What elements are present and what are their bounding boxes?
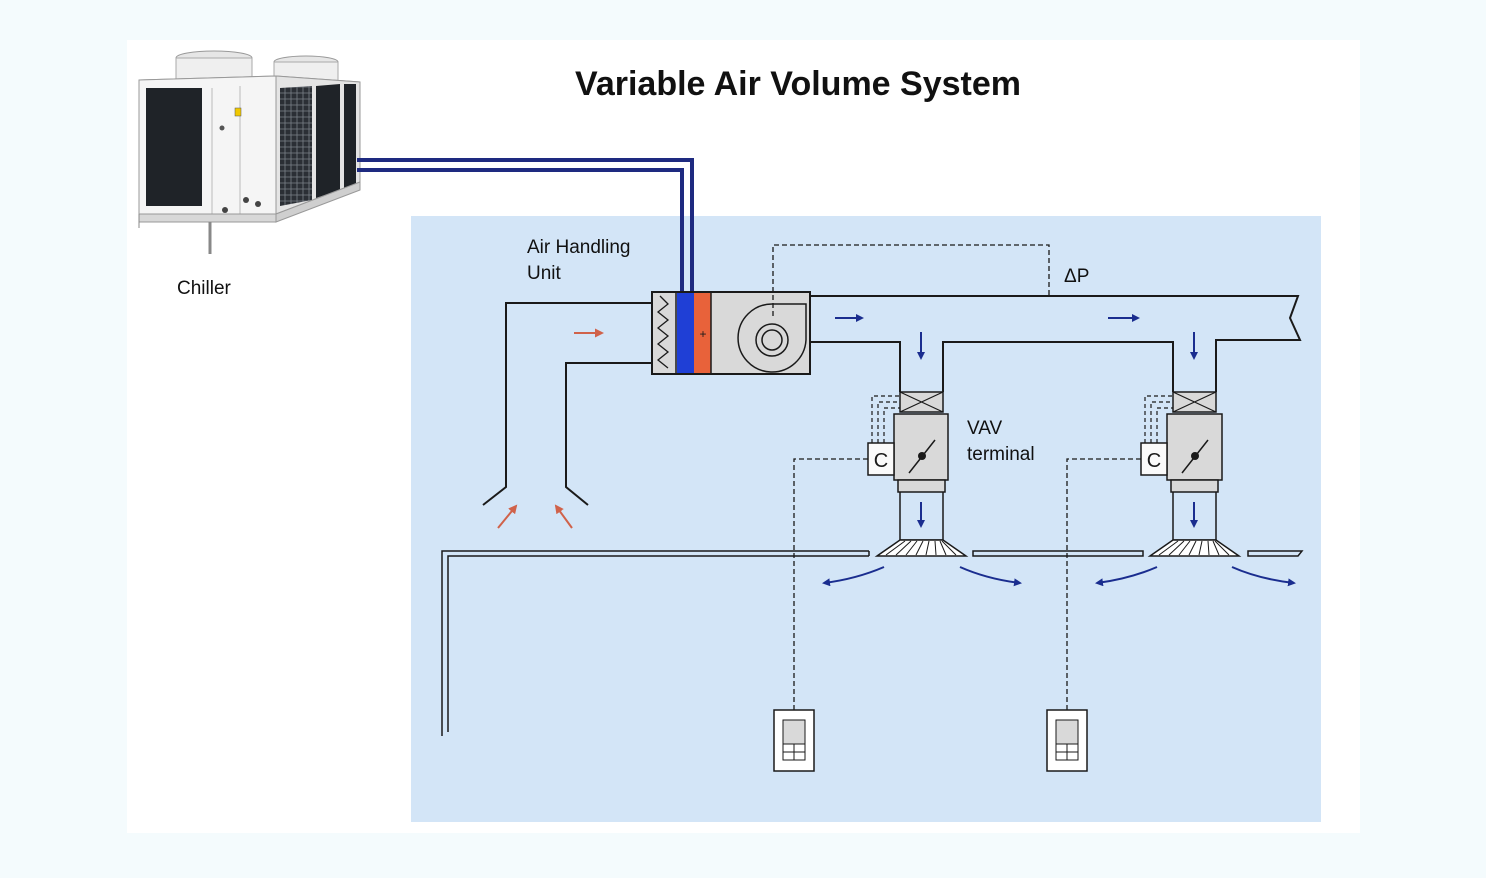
pressure-sensor-line xyxy=(772,244,1050,316)
thermostat-icon xyxy=(773,709,815,772)
diagram-title: Variable Air Volume System xyxy=(575,65,1021,103)
vav2-diffuse-right-arrow xyxy=(1231,566,1296,587)
controller-box xyxy=(867,442,895,476)
vav-terminal-1: C xyxy=(867,391,969,557)
chiller-label: Chiller xyxy=(177,278,232,299)
ahu-label-line2: Unit xyxy=(527,263,562,284)
supply-duct xyxy=(810,295,1302,392)
ceiling-wall xyxy=(441,550,1304,736)
vav-terminal-2: C xyxy=(1140,391,1242,557)
chiller-unit-icon xyxy=(138,50,361,254)
controller-box xyxy=(1140,442,1168,476)
fan-icon xyxy=(737,303,807,373)
chilled-water-pipes xyxy=(357,158,694,292)
vav1-diffuse-left-arrow xyxy=(822,566,885,587)
outside-air-arrow-right xyxy=(554,504,573,529)
thermostat-control-line-2 xyxy=(1066,458,1141,710)
diffuser-icon xyxy=(874,539,969,557)
diffuser-icon xyxy=(1147,539,1242,557)
vav-label-line1: VAV xyxy=(967,418,1003,439)
controller-symbol: C xyxy=(874,450,888,472)
damper-icon xyxy=(908,439,936,474)
delta-p-label: ΔP xyxy=(1064,266,1089,287)
ahu-label-line1: Air Handling xyxy=(527,237,631,258)
damper-icon xyxy=(1181,439,1209,474)
return-air-duct xyxy=(482,302,652,506)
thermostat-control-line-1 xyxy=(793,458,868,710)
heating-coil-symbol: + xyxy=(699,327,706,341)
outside-air-arrow-left xyxy=(497,504,518,529)
cooling-coil xyxy=(677,293,694,373)
air-handling-unit: + xyxy=(651,291,811,375)
vav2-diffuse-left-arrow xyxy=(1095,566,1158,587)
building-area xyxy=(411,216,1321,822)
filter-icon xyxy=(656,292,677,374)
controller-symbol: C xyxy=(1147,450,1161,472)
vav1-diffuse-right-arrow xyxy=(959,566,1022,587)
heating-coil xyxy=(694,293,711,373)
thermostat-icon xyxy=(1046,709,1088,772)
vav-label-line2: terminal xyxy=(967,444,1035,465)
